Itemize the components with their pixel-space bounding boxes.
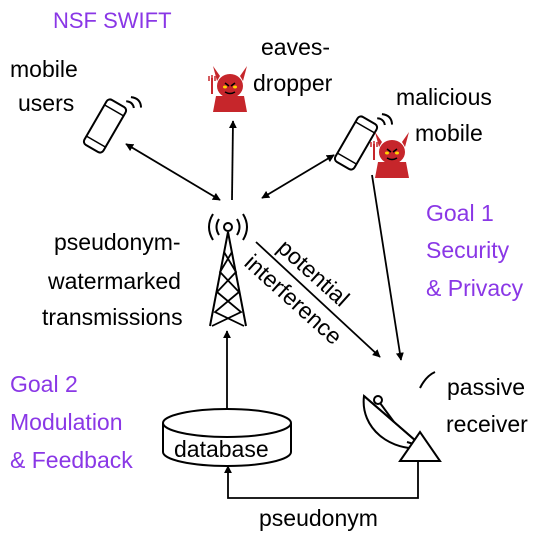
goal1-label-1: Goal 1: [426, 200, 494, 226]
phone-icon: [82, 96, 143, 154]
tower-label-1: pseudonym-: [54, 229, 181, 255]
diagram-title: NSF SWIFT: [53, 8, 172, 33]
eavesdropper-label-1: eaves-: [261, 34, 331, 60]
tower-label-2: watermarked: [48, 268, 181, 294]
edge-tower-receiver-interference: [255, 241, 381, 358]
devil-icon: [208, 65, 248, 113]
malicious-mobile-label-1: malicious: [396, 84, 492, 110]
pseudonym-edge-label: pseudonym: [259, 505, 378, 531]
passive-receiver-label-1: passive: [447, 374, 525, 400]
goal2-label-2: Modulation: [10, 409, 123, 435]
tower-icon: [208, 213, 248, 327]
edge-tower-malicious-mobile: [261, 154, 335, 199]
goal1-label-2: Security: [426, 237, 510, 263]
goal2-label-3: & Feedback: [10, 447, 133, 473]
eavesdropper-label-2: dropper: [253, 70, 333, 96]
mobile-users-label-1: mobile: [10, 56, 78, 82]
satellite-dish-icon: [362, 371, 442, 462]
phone-icon: [333, 113, 394, 171]
goal1-label-3: & Privacy: [426, 275, 524, 301]
database-label: database: [174, 436, 269, 462]
goal2-label-1: Goal 2: [10, 371, 78, 397]
mobile-users-label-2: users: [18, 90, 75, 116]
tower-label-3: transmissions: [42, 304, 183, 330]
database-icon: [162, 408, 292, 467]
devil-icon: [370, 131, 410, 179]
edge-tower-eavesdropper: [228, 120, 237, 201]
edge-malicious-receiver: [371, 174, 404, 361]
edge-tower-mobile-users: [125, 143, 221, 201]
passive-receiver-label-2: receiver: [446, 411, 528, 437]
edge-receiver-database-pseudonym: [224, 461, 419, 499]
malicious-mobile-label-2: mobile: [415, 120, 483, 146]
